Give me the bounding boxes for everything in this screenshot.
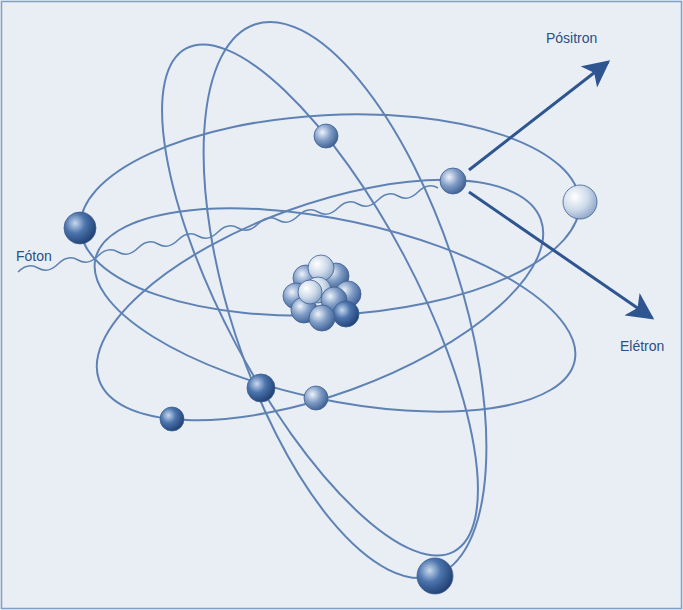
particle-label: Fóton [16, 248, 52, 265]
electron [64, 212, 96, 244]
electron-arrow [469, 192, 652, 318]
photon-wave [18, 186, 438, 272]
orbit [102, 4, 537, 596]
positron-arrow [469, 62, 608, 170]
nucleus [283, 255, 361, 331]
electron [563, 185, 597, 219]
emission-arrows [469, 62, 652, 318]
particle-label: Elétron [620, 338, 664, 355]
orbit [146, 0, 544, 610]
orbit [77, 171, 594, 449]
electrons [64, 124, 597, 594]
electron [440, 168, 466, 194]
electron [160, 407, 184, 431]
particle-label: Pósitron [546, 30, 597, 47]
electron [304, 386, 328, 410]
orbit [75, 102, 585, 328]
electron [314, 124, 338, 148]
electron [417, 558, 453, 594]
orbit [67, 130, 574, 469]
electron [247, 374, 275, 402]
orbits [67, 0, 594, 610]
